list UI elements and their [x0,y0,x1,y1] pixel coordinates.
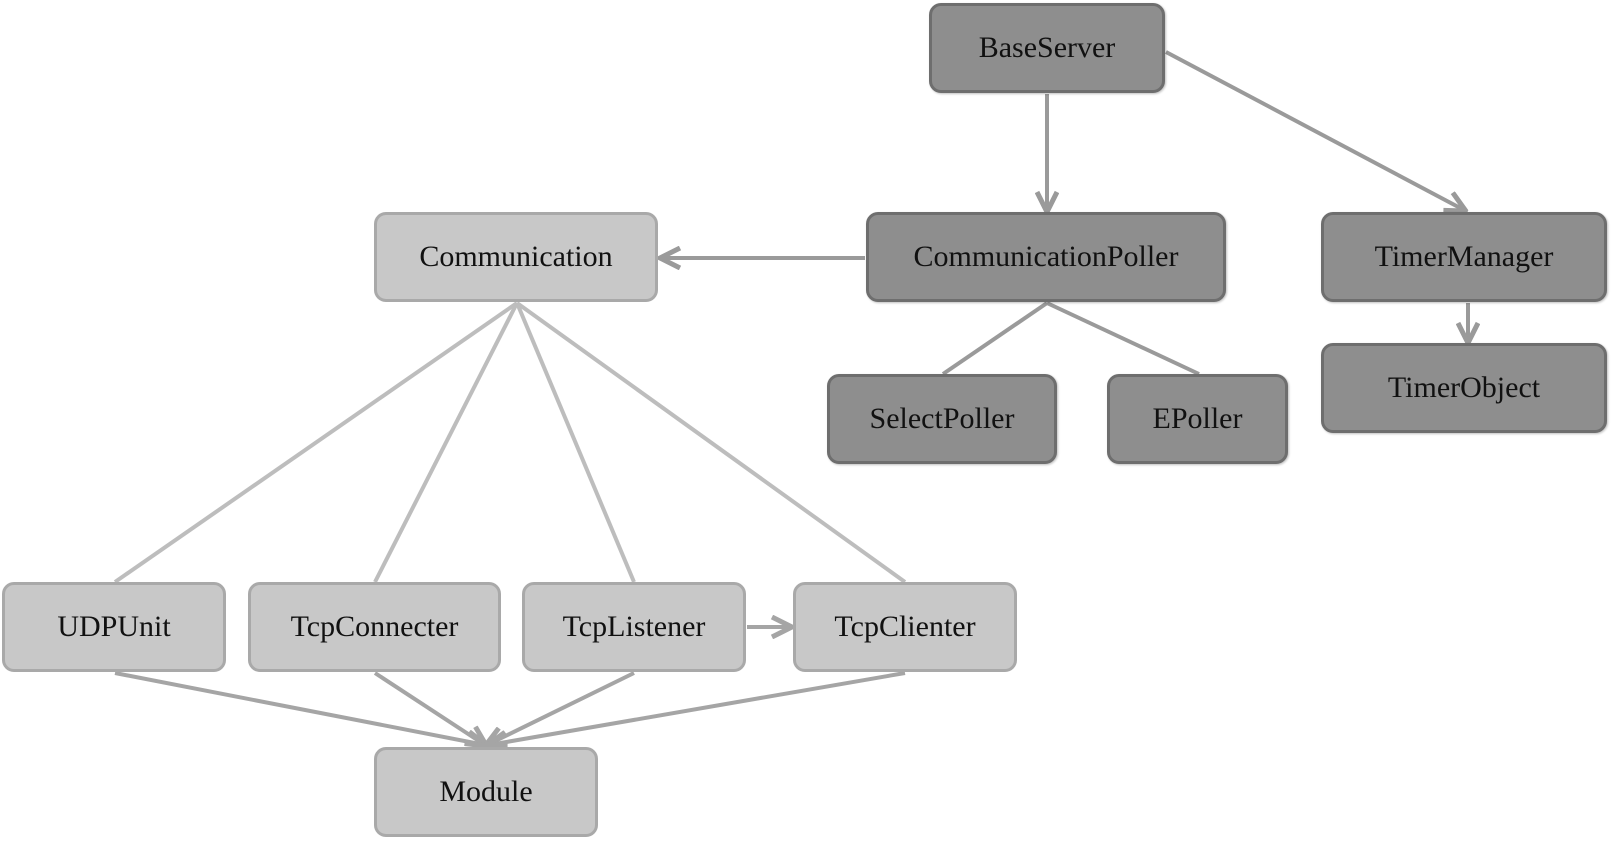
node-tcp-clienter-label: TcpClienter [834,610,976,643]
edge-communicationpoller-selectpoller [941,301,1049,376]
edge-baseserver-timermanager [1165,50,1464,210]
node-timer-manager-label: TimerManager [1374,240,1554,273]
node-epoller: EPoller [1107,374,1288,464]
node-select-poller: SelectPoller [827,374,1057,464]
node-communication-label: Communication [419,240,613,273]
edge-communicationpoller-epoller [1046,301,1200,376]
node-communication: Communication [374,212,658,302]
node-baseserver-label: BaseServer [978,31,1116,64]
node-udp-unit: UDPUnit [2,582,226,672]
node-timer-manager: TimerManager [1321,212,1607,302]
node-tcp-connecter: TcpConnecter [248,582,501,672]
node-communication-poller-label: CommunicationPoller [913,240,1179,273]
node-timer-object: TimerObject [1321,343,1607,433]
node-baseserver: BaseServer [929,3,1165,93]
edge-tcpconnecter-module [373,671,485,745]
node-module: Module [374,747,598,837]
node-module-label: Module [439,775,533,808]
edge-communication-udpunit [113,301,519,584]
node-epoller-label: EPoller [1152,402,1243,435]
node-tcp-listener-label: TcpListener [562,610,706,643]
node-communication-poller: CommunicationPoller [866,212,1226,302]
node-select-poller-label: SelectPoller [869,402,1015,435]
node-tcp-listener: TcpListener [522,582,746,672]
edge-communication-tcpconnecter [373,302,519,583]
node-tcp-connecter-label: TcpConnecter [290,610,459,643]
edge-tcpclienter-module [489,671,906,745]
edge-communication-tcpclienter [515,301,907,584]
edge-tcplistener-module [487,671,635,745]
node-udp-unit-label: UDPUnit [57,610,171,643]
node-timer-object-label: TimerObject [1387,371,1541,404]
edge-udpunit-module [114,671,485,745]
node-tcp-clienter: TcpClienter [793,582,1017,672]
edge-communication-tcplistener [515,302,636,583]
